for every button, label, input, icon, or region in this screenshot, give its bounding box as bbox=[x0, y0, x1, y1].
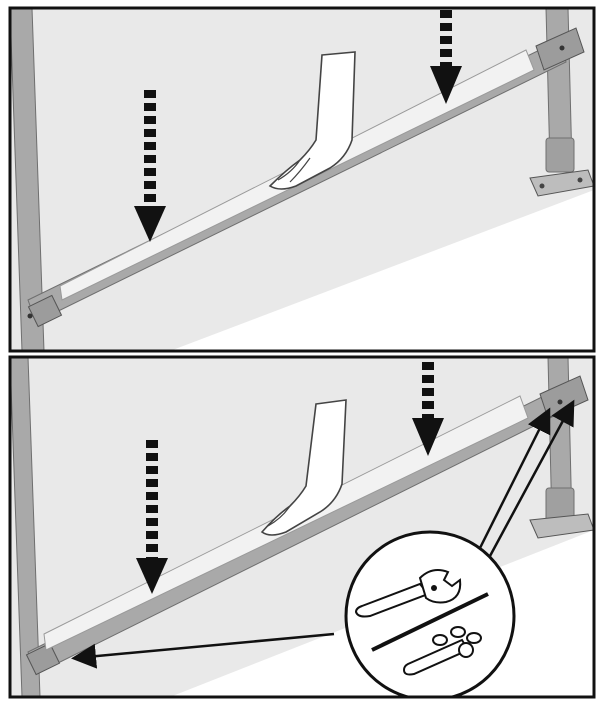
tools-callout bbox=[346, 532, 514, 700]
base-bolt bbox=[578, 178, 583, 183]
end-bolt bbox=[28, 314, 33, 319]
post-collar bbox=[546, 138, 574, 172]
connector-bolt bbox=[558, 400, 563, 405]
panel-bottom bbox=[10, 357, 594, 700]
panel-top bbox=[10, 8, 594, 351]
connector-bolt bbox=[560, 46, 565, 51]
base-bolt bbox=[540, 184, 545, 189]
